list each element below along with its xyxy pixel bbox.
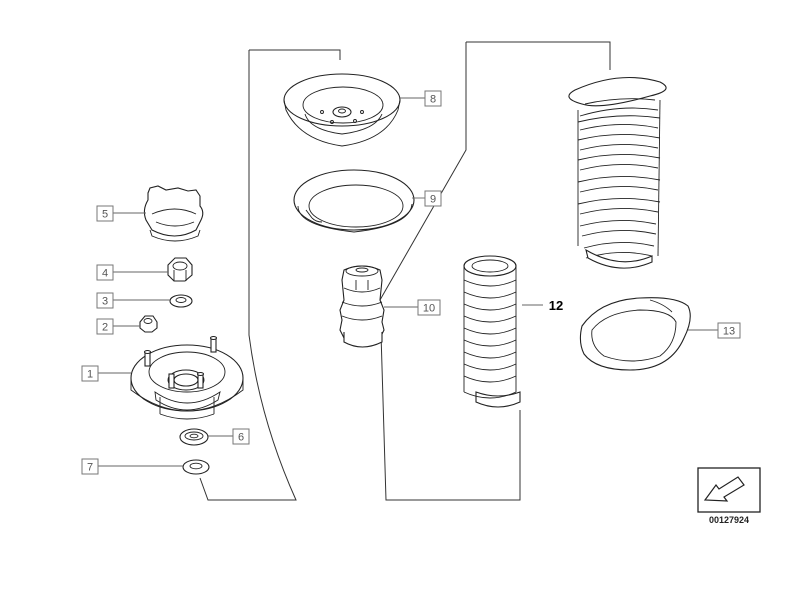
- part-washer-large: [182, 459, 210, 475]
- callout-4: 4: [96, 264, 114, 281]
- part-coil-spring: [568, 76, 667, 269]
- part-washer-small: [169, 294, 193, 308]
- callout-10: 10: [417, 299, 441, 316]
- group-frames: [199, 41, 611, 501]
- direction-arrow-icon: [703, 476, 745, 502]
- callout-7-label: 7: [87, 462, 93, 474]
- callout-7: 7: [81, 458, 99, 475]
- part-rubber-ring: [293, 169, 415, 233]
- callout-13-label: 13: [723, 326, 735, 338]
- callout-13: 13: [717, 322, 741, 339]
- part-bump-stop: [339, 265, 385, 348]
- callout-12: 12: [549, 298, 563, 313]
- callout-6: 6: [232, 428, 250, 445]
- part-spring-pad-lower: [579, 297, 691, 371]
- callout-3: 3: [96, 292, 114, 309]
- callout-8: 8: [424, 90, 442, 107]
- document-number: 00127924: [709, 515, 749, 525]
- part-strut-mount: [130, 335, 244, 420]
- callout-5: 5: [96, 205, 114, 222]
- part-nut: [167, 257, 193, 282]
- leader-lines: [98, 97, 718, 467]
- part-dust-boot: [463, 255, 521, 408]
- document-reference: 00127924: [697, 467, 761, 525]
- callout-1: 1: [81, 365, 99, 382]
- part-cap: [143, 185, 204, 242]
- callout-6-label: 6: [238, 432, 244, 444]
- part-small-nut: [139, 315, 158, 333]
- callout-8-label: 8: [430, 94, 436, 106]
- callout-3-label: 3: [102, 296, 108, 308]
- part-bearing-disc: [179, 428, 209, 446]
- callout-1-label: 1: [87, 369, 93, 381]
- callout-2-label: 2: [102, 322, 108, 334]
- callout-12-label: 12: [549, 298, 563, 313]
- callout-9: 9: [424, 190, 442, 207]
- callout-5-label: 5: [102, 209, 108, 221]
- callout-9-label: 9: [430, 194, 436, 206]
- callout-10-label: 10: [423, 303, 435, 315]
- part-spring-seat-upper: [283, 73, 401, 147]
- callout-2: 2: [96, 318, 114, 335]
- callout-4-label: 4: [102, 268, 108, 280]
